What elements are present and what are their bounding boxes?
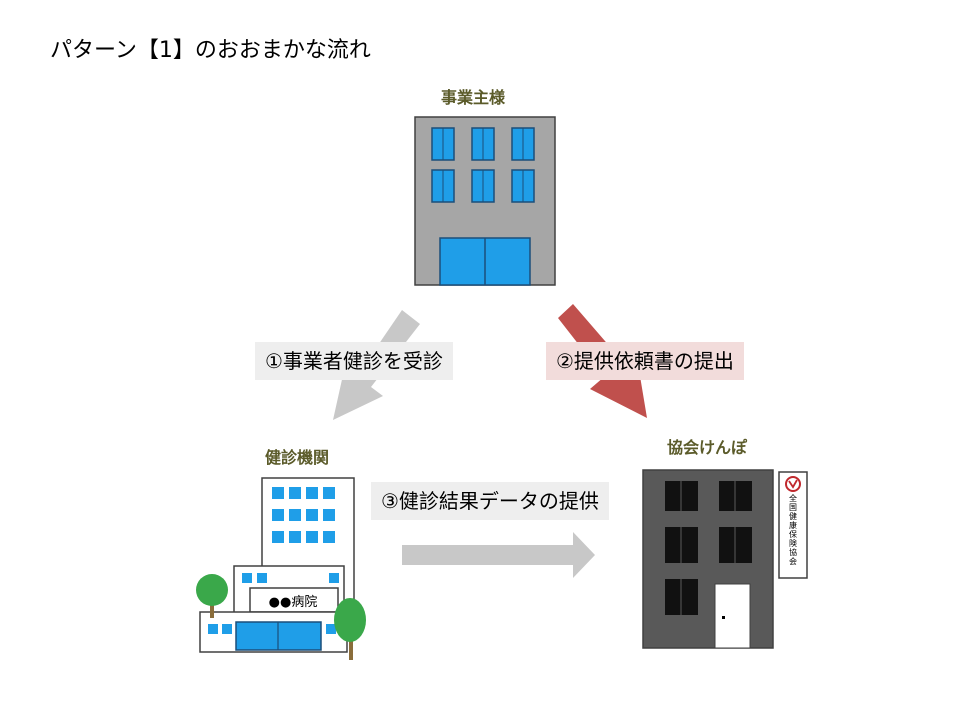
hospital-building-icon	[196, 477, 366, 660]
employer-label: 事業主様	[441, 88, 506, 107]
arrow-data-provision	[402, 532, 595, 578]
step-1-label: ①事業者健診を受診	[255, 342, 453, 380]
kyokai-building-icon	[642, 469, 808, 649]
sign-char: 健	[789, 511, 797, 521]
kyokai-sign-text: 全 国 健 康 保 険 協 会	[789, 493, 797, 566]
sign-char: 保	[789, 529, 797, 539]
page-title: パターン【1】のおおまかな流れ	[50, 38, 371, 63]
sign-char: 険	[789, 539, 797, 548]
hospital-label: 健診機関	[265, 448, 330, 467]
kyokai-label: 協会けんぽ	[667, 438, 748, 457]
step-3-label: ③健診結果データの提供	[371, 482, 609, 520]
step-2-label: ②提供依頼書の提出	[546, 342, 744, 380]
sign-char: 会	[789, 556, 797, 566]
sign-char: 康	[789, 520, 797, 530]
sign-char: 国	[789, 503, 797, 512]
hospital-sign: ●●病院	[269, 595, 318, 610]
sign-char: 協	[789, 547, 797, 557]
sign-char: 全	[789, 493, 797, 503]
employer-building-icon	[414, 116, 556, 286]
